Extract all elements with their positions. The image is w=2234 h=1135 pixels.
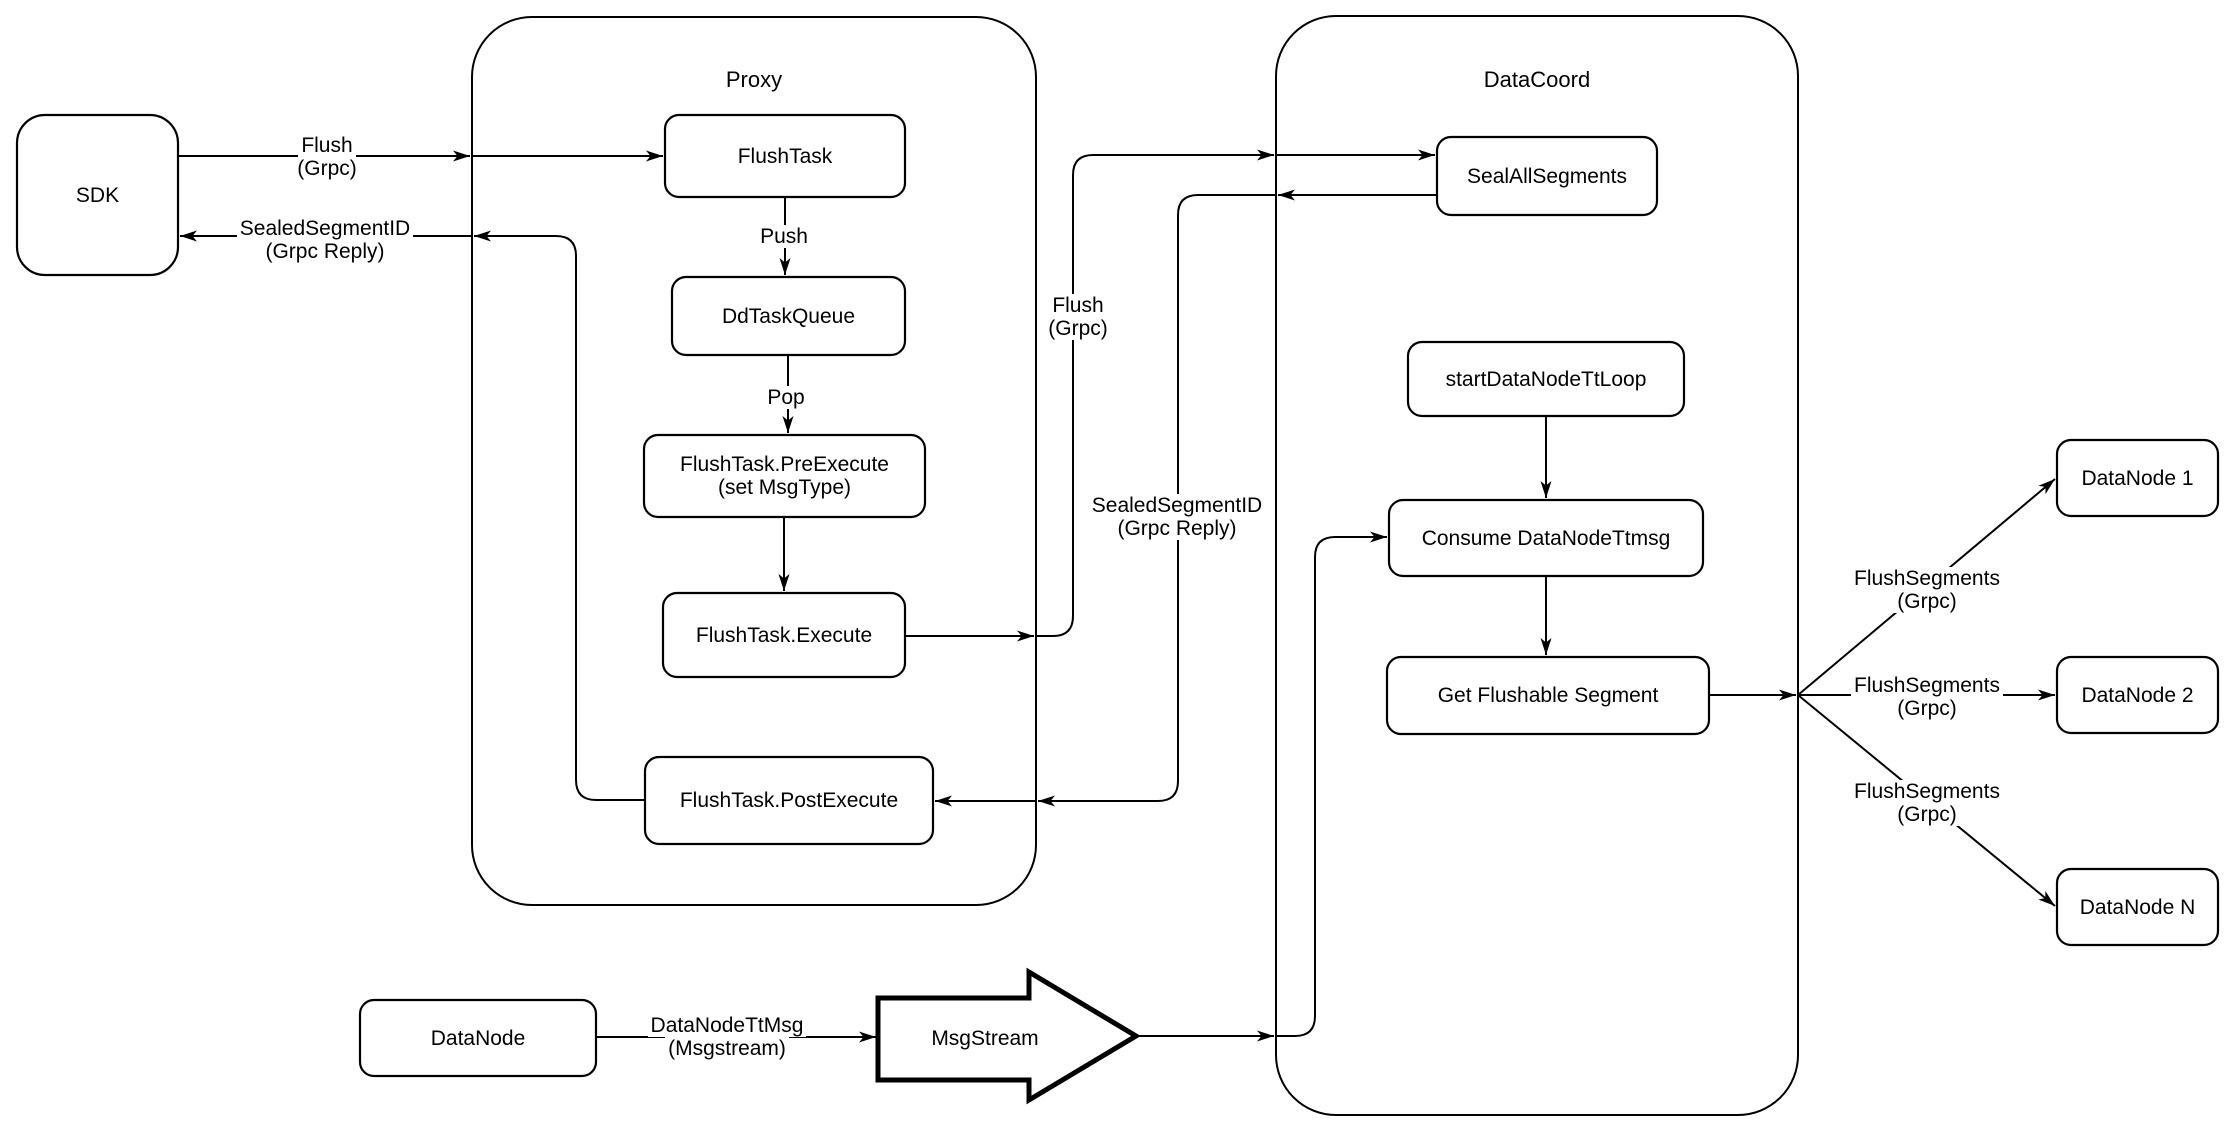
node-datanoden: [2055, 867, 2220, 947]
node-preexecute-label: FlushTask.PreExecute (set MsgType): [680, 453, 889, 499]
node-startdatanodettloop: [1406, 340, 1686, 418]
node-startdatanodettloop-label: startDataNodeTtLoop: [1445, 367, 1647, 391]
edge-label-flushsegments-2: FlushSegments(Grpc): [1837, 674, 2017, 720]
node-datanode-source: [358, 998, 598, 1078]
node-sdk: [15, 113, 180, 277]
node-sealallsegments-label: SealAllSegments: [1467, 164, 1627, 188]
node-execute: [661, 591, 907, 679]
node-datanode-source-label: DataNode: [430, 1026, 526, 1050]
edge-datacoordedge-to-consume: [1276, 531, 1387, 1037]
node-getflushablesegment: [1385, 655, 1711, 736]
edge-label-flushsegments-1: FlushSegments(Grpc): [1837, 567, 2017, 613]
edge-label-pop: Pop: [746, 386, 826, 409]
node-flushtask: [663, 113, 907, 199]
node-datanode2: [2055, 655, 2220, 735]
edge-postexecute-to-proxyedge-reply: [474, 230, 645, 801]
node-preexecute: [642, 433, 927, 519]
node-sealallsegments: [1435, 135, 1659, 217]
edge-proxyedge-to-datacoordedge-flush: [1036, 149, 1274, 637]
node-sdk-label: SDK: [75, 183, 120, 207]
edge-label-datanodettmsg: DataNodeTtMsg(Msgstream): [637, 1014, 817, 1060]
node-consumedatanodettmsg-label: Consume DataNodeTtmsg: [1421, 526, 1671, 550]
node-execute-label: FlushTask.Execute: [695, 623, 873, 647]
msgstream-label: MsgStream: [931, 1026, 1039, 1050]
node-datanoden-label: DataNode N: [2079, 895, 2196, 919]
node-postexecute-label: FlushTask.PostExecute: [679, 789, 899, 812]
node-getflushablesegment-label: Get Flushable Segment: [1437, 684, 1659, 707]
msgstream-arrow-shape: [875, 967, 1141, 1105]
container-datacoord-title: DataCoord: [1483, 66, 1591, 92]
edge-label-flush-grpc-sdk: Flush(Grpc): [252, 134, 402, 180]
container-proxy-title: Proxy: [725, 66, 783, 92]
node-ddtaskqueue-label: DdTaskQueue: [721, 304, 856, 328]
node-postexecute: [643, 755, 935, 846]
edge-label-sealedsegmentid-sdk: SealedSegmentID(Grpc Reply): [215, 217, 435, 263]
edge-label-push: Push: [744, 225, 824, 248]
edge-label-sealedsegmentid-mid: SealedSegmentID(Grpc Reply): [1067, 494, 1287, 540]
node-ddtaskqueue: [670, 275, 907, 357]
edge-label-flushsegments-3: FlushSegments(Grpc): [1837, 780, 2017, 826]
node-flushtask-label: FlushTask: [737, 144, 833, 168]
node-datanode2-label: DataNode 2: [2081, 683, 2194, 707]
node-datanode1-label: DataNode 1: [2081, 466, 2194, 490]
edge-label-flush-grpc-mid: Flush(Grpc): [1028, 294, 1128, 340]
node-consumedatanodettmsg: [1387, 498, 1705, 578]
node-datanode1: [2055, 438, 2220, 518]
